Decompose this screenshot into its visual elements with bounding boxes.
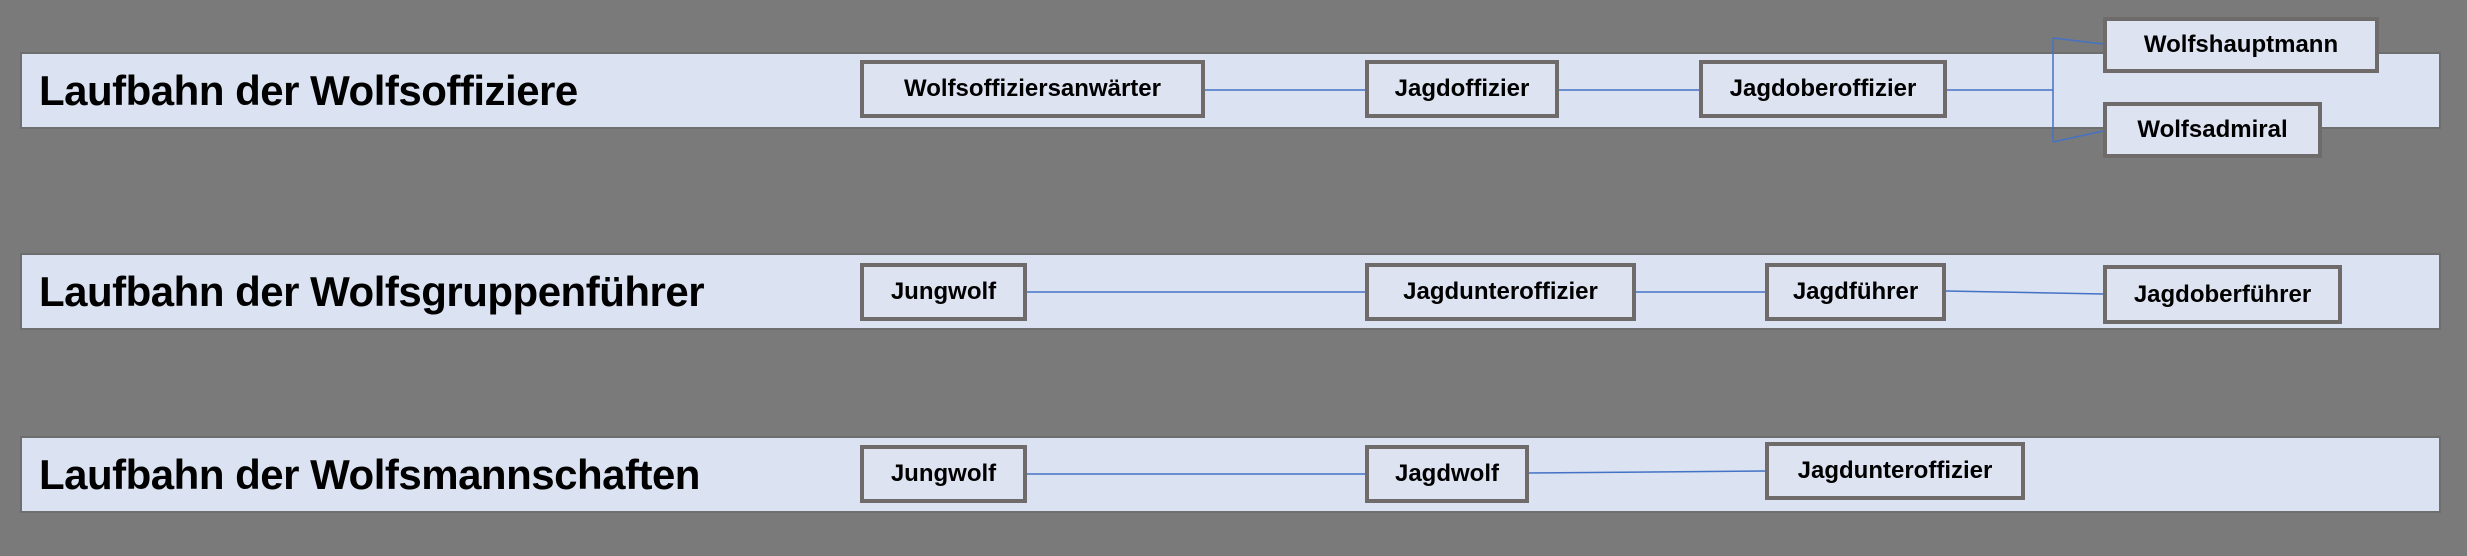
career-title: Laufbahn der Wolfsgruppenführer	[39, 268, 705, 315]
rank-box: Jagdoberführer	[2103, 265, 2342, 324]
rank-box: Wolfshauptmann	[2103, 17, 2379, 73]
connector	[2052, 130, 2104, 143]
connector	[1528, 470, 1766, 474]
rank-box: Jagdunteroffizier	[1765, 442, 2025, 500]
rank-box: Jagdoberoffizier	[1699, 60, 1947, 118]
career-title: Laufbahn der Wolfsmannschaften	[39, 451, 700, 498]
rank-box: Wolfsoffiziersanwärter	[860, 60, 1205, 118]
connector	[1945, 290, 2104, 295]
rank-box: Jungwolf	[860, 445, 1027, 503]
rank-box: Jagdführer	[1765, 263, 1946, 321]
rank-box: Jagdwolf	[1365, 445, 1529, 503]
rank-box: Jagdunteroffizier	[1365, 263, 1636, 321]
connector	[2052, 37, 2104, 45]
rank-box: Wolfsadmiral	[2103, 102, 2322, 158]
rank-box: Jagdoffizier	[1365, 60, 1559, 118]
rank-box: Jungwolf	[860, 263, 1027, 321]
career-title: Laufbahn der Wolfsoffiziere	[39, 67, 578, 114]
